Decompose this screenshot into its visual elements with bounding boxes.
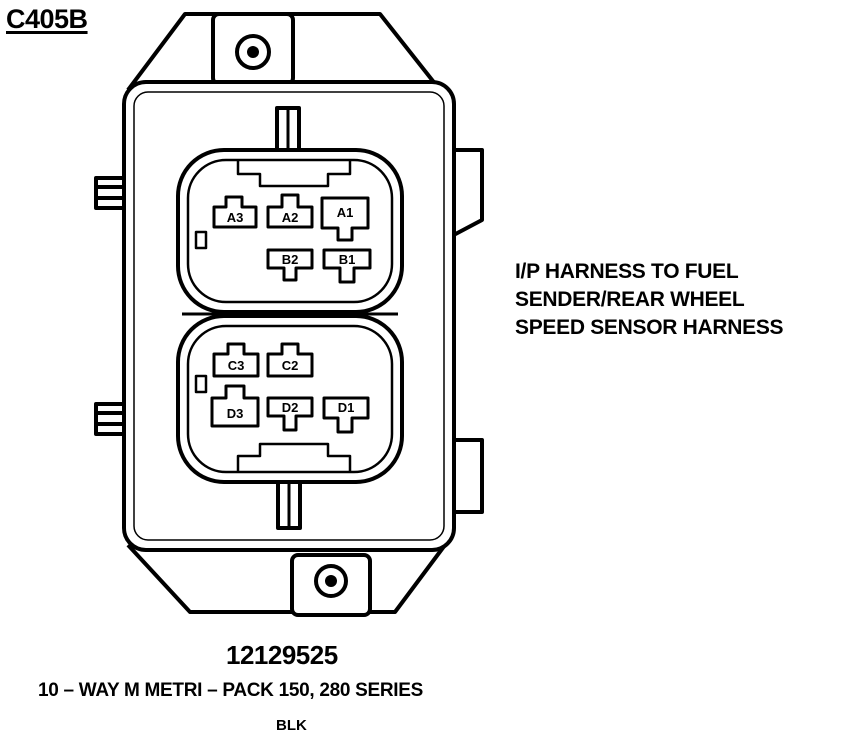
pin-d1-terminal — [322, 396, 370, 434]
upper-cavity — [176, 148, 404, 314]
pin-b1-terminal — [322, 248, 372, 284]
pin-label-c3: C3 — [228, 358, 245, 373]
connector-type: 10 – WAY M METRI – PACK 150, 280 SERIES — [38, 680, 423, 701]
connector-description: I/P HARNESS TO FUEL SENDER/REAR WHEEL SP… — [515, 258, 784, 342]
right-upper-tab — [447, 148, 484, 240]
pin-c2-terminal — [266, 342, 314, 378]
left-lower-latch — [94, 402, 128, 436]
pin-c3-terminal — [212, 342, 260, 378]
connector-color: BLK — [276, 717, 307, 734]
pin-d3-terminal — [210, 384, 260, 428]
pin-a2-terminal — [266, 193, 314, 229]
bottom-mounting-flange — [126, 543, 447, 614]
pin-a3-terminal — [212, 195, 258, 229]
pin-label-a2: A2 — [282, 210, 299, 225]
pin-label-a1: A1 — [337, 205, 354, 220]
description-line-3: SPEED SENSOR HARNESS — [515, 316, 784, 339]
pin-label-b2: B2 — [282, 252, 299, 267]
pin-label-a3: A3 — [227, 210, 244, 225]
pin-label-d3: D3 — [227, 406, 244, 421]
connector-id: C405B — [6, 4, 88, 34]
pin-label-d1: D1 — [338, 400, 355, 415]
pin-b2-terminal — [266, 248, 314, 282]
description-line-1: I/P HARNESS TO FUEL — [515, 260, 739, 283]
pin-label-b1: B1 — [339, 252, 356, 267]
pin-label-d2: D2 — [282, 400, 299, 415]
part-number: 12129525 — [226, 640, 338, 670]
pin-a1-terminal — [320, 196, 370, 242]
pin-d2-terminal — [266, 396, 314, 432]
pin-label-c2: C2 — [282, 358, 299, 373]
left-upper-latch — [94, 176, 128, 210]
right-lower-tab — [448, 438, 484, 514]
description-line-2: SENDER/REAR WHEEL — [515, 288, 745, 311]
